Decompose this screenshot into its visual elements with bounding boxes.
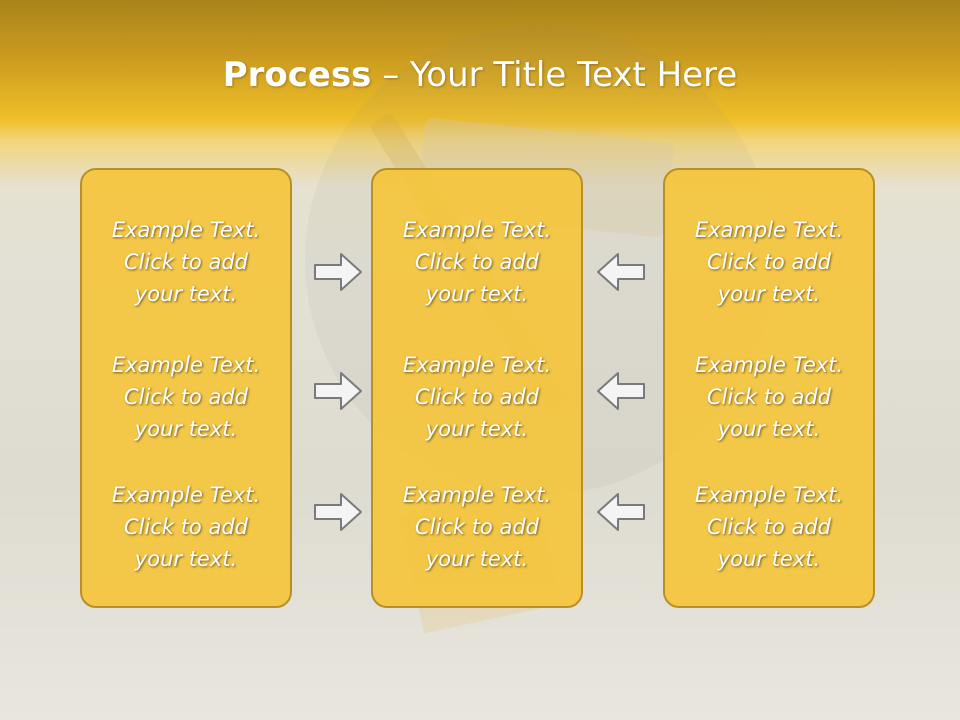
arrow-right-icon[interactable] (313, 252, 363, 292)
process-box-left[interactable]: Example Text. Click to add your text. Ex… (80, 168, 292, 608)
arrow-left-icon[interactable] (596, 371, 646, 411)
text-line: your text. (717, 282, 821, 306)
text-line: Example Text. (402, 218, 552, 242)
text-placeholder[interactable]: Example Text. Click to add your text. (665, 479, 873, 575)
text-line: your text. (134, 547, 238, 571)
text-line: Click to add (123, 385, 248, 409)
title-rest: – Your Title Text Here (371, 55, 738, 95)
text-line: your text. (425, 282, 529, 306)
text-placeholder[interactable]: Example Text. Click to add your text. (373, 479, 581, 575)
text-placeholder[interactable]: Example Text. Click to add your text. (665, 214, 873, 310)
text-line: Click to add (706, 385, 831, 409)
text-line: Click to add (706, 250, 831, 274)
text-line: Example Text. (111, 353, 261, 377)
text-line: Example Text. (402, 483, 552, 507)
text-placeholder[interactable]: Example Text. Click to add your text. (82, 479, 290, 575)
text-line: Click to add (123, 515, 248, 539)
text-line: Example Text. (694, 483, 844, 507)
text-line: Click to add (123, 250, 248, 274)
text-line: your text. (717, 417, 821, 441)
text-line: your text. (425, 547, 529, 571)
arrow-left-icon[interactable] (596, 492, 646, 532)
text-line: Example Text. (111, 483, 261, 507)
slide-title[interactable]: Process – Your Title Text Here (0, 52, 960, 98)
text-placeholder[interactable]: Example Text. Click to add your text. (665, 349, 873, 445)
text-line: Click to add (414, 385, 539, 409)
text-line: your text. (134, 417, 238, 441)
text-line: Example Text. (694, 353, 844, 377)
text-placeholder[interactable]: Example Text. Click to add your text. (373, 214, 581, 310)
text-line: your text. (134, 282, 238, 306)
text-line: your text. (717, 547, 821, 571)
text-line: Click to add (414, 515, 539, 539)
text-line: Example Text. (402, 353, 552, 377)
title-bold: Process (222, 55, 372, 95)
text-placeholder[interactable]: Example Text. Click to add your text. (82, 349, 290, 445)
text-line: your text. (425, 417, 529, 441)
arrow-left-icon[interactable] (596, 252, 646, 292)
text-line: Example Text. (694, 218, 844, 242)
process-box-right[interactable]: Example Text. Click to add your text. Ex… (663, 168, 875, 608)
text-placeholder[interactable]: Example Text. Click to add your text. (82, 214, 290, 310)
text-line: Click to add (706, 515, 831, 539)
text-placeholder[interactable]: Example Text. Click to add your text. (373, 349, 581, 445)
arrow-right-icon[interactable] (313, 371, 363, 411)
text-line: Click to add (414, 250, 539, 274)
process-box-middle[interactable]: Example Text. Click to add your text. Ex… (371, 168, 583, 608)
arrow-right-icon[interactable] (313, 492, 363, 532)
text-line: Example Text. (111, 218, 261, 242)
